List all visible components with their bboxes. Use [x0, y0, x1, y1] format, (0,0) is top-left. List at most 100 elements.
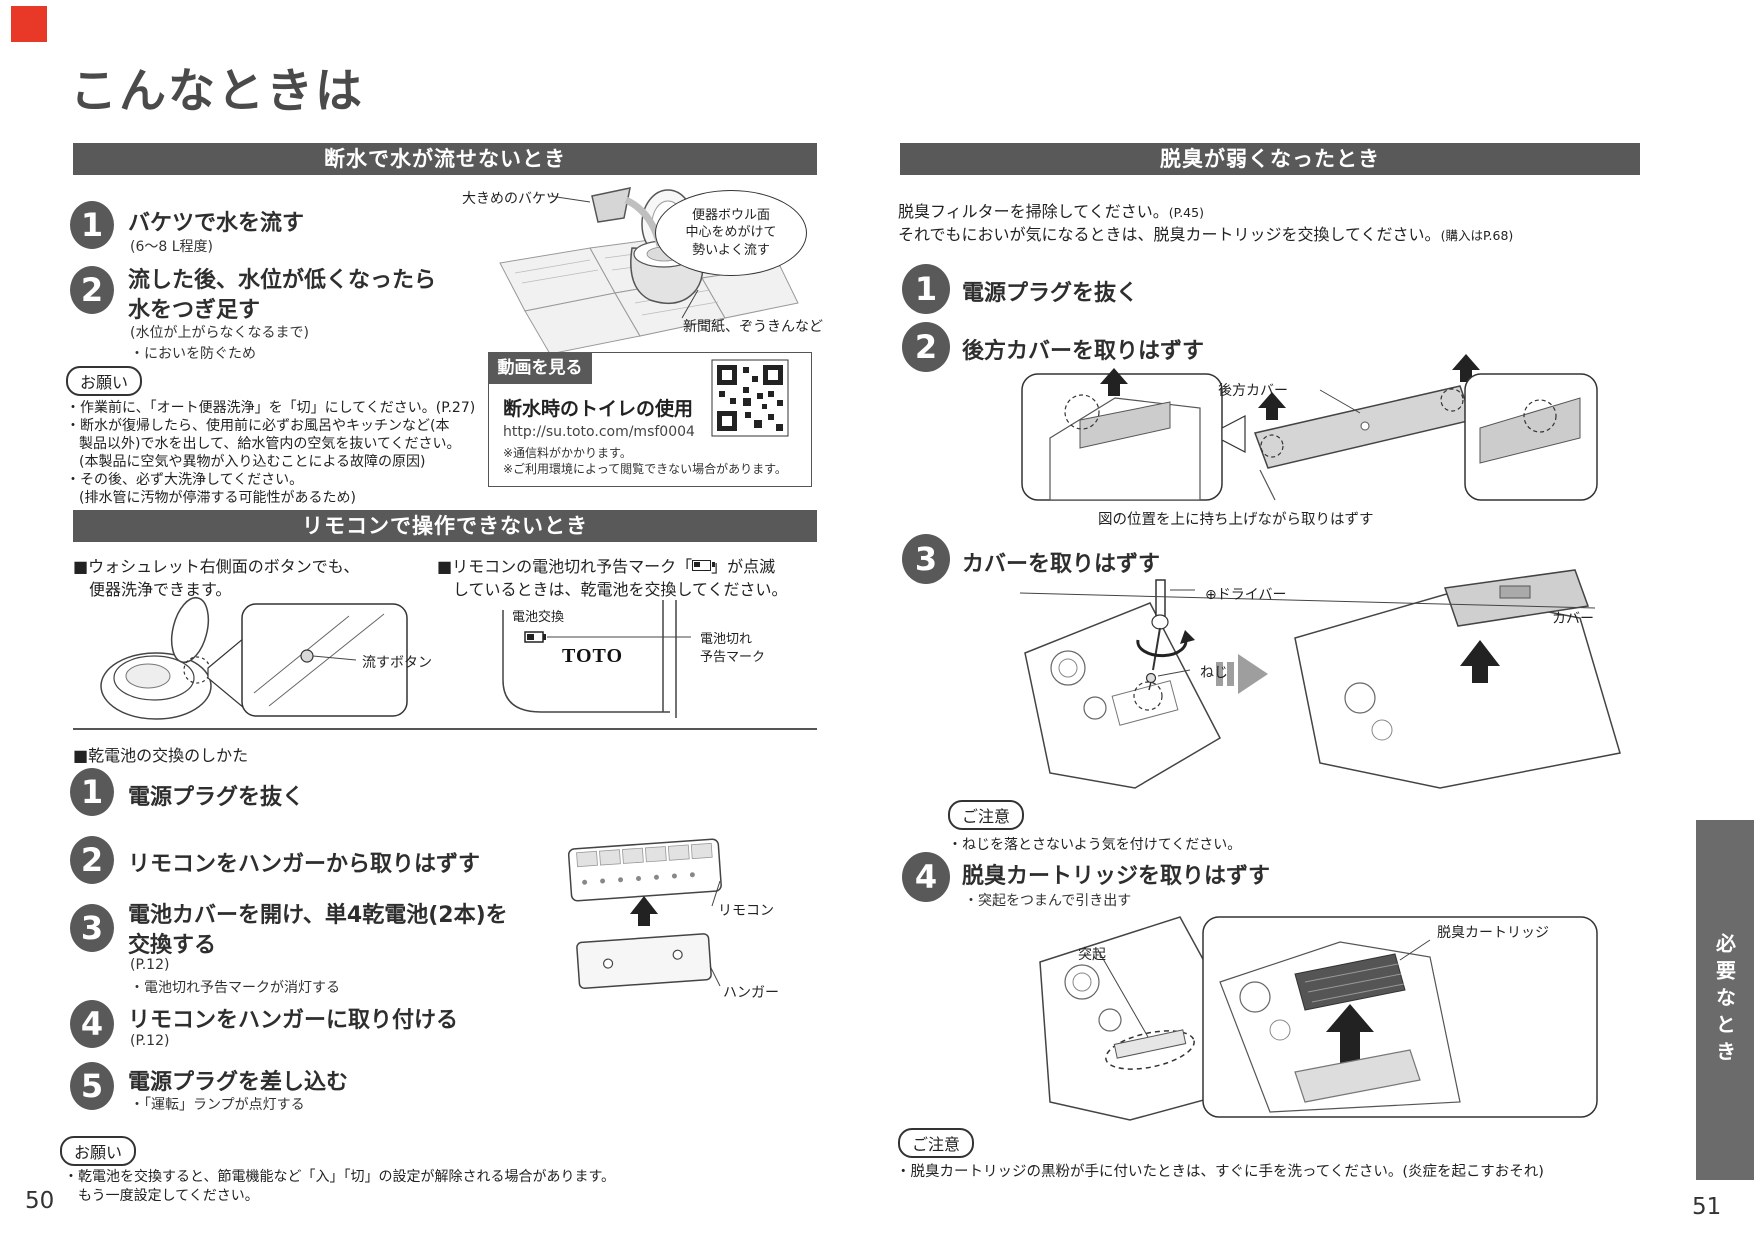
step-title: 脱臭カートリッジを取りはずす	[962, 864, 1271, 889]
step-title: 電源プラグを抜く	[962, 281, 1139, 306]
washlet-note: ■ウォシュレット右側面のボタンでも、	[73, 557, 360, 576]
bubble-line: 便器ボウル面	[691, 207, 770, 223]
caution-pill: ご注意	[898, 1128, 975, 1158]
step-title: カバーを取りはずす	[962, 552, 1161, 577]
request-line: ・乾電池を交換すると、節電機能など「入」「切」の設定が解除される場合があります。	[64, 1169, 616, 1185]
page-number-left: 50	[25, 1188, 55, 1214]
washlet-note: 便器洗浄できます。	[89, 580, 232, 599]
battery-warn-label: 電池切れ	[700, 632, 753, 647]
rear-cover-label: 後方カバー	[1218, 383, 1288, 399]
intro-text: それでもにおいが気になるときは、脱臭カートリッジを交換してください。	[898, 225, 1441, 244]
step-number-3: 3	[902, 534, 950, 584]
step-title: 流した後、水位が低くなったら	[128, 268, 437, 293]
section-header-deodorizer: 脱臭が弱くなったとき	[900, 143, 1640, 175]
qr-code-icon	[711, 359, 789, 437]
video-note: ※ご利用環境によって閲覧できない場合があります。	[503, 462, 787, 476]
caution-line: ・ねじを落とさないよう気を付けてください。	[948, 837, 1242, 853]
request-line: ・その後、必ず大洗浄してください。	[66, 472, 304, 488]
step-note: (P.12)	[130, 1033, 170, 1049]
intro-text: 脱臭フィルターを掃除してください。	[898, 202, 1169, 221]
battery-exchange-label: 電池交換	[512, 610, 565, 625]
caution-pill: ご注意	[948, 800, 1025, 830]
battery-warning-note: ■リモコンの電池切れ予告マーク「」が点滅	[437, 553, 775, 577]
bubble-line: 勢いよく流す	[692, 242, 770, 258]
screw-label: ねじ	[1200, 665, 1228, 681]
step-number-2: 2	[902, 322, 950, 372]
washlet-side-button-illustration	[100, 596, 408, 720]
newspaper-label: 新聞紙、ぞうきんなど	[683, 319, 823, 335]
request-line: ・断水が復帰したら、使用前に必ずお風呂やキッチンなど(本	[66, 418, 450, 434]
step-title: 後方カバーを取りはずす	[962, 339, 1205, 364]
step-title: 水をつぎ足す	[128, 298, 261, 323]
request-line: (排水管に汚物が停滞する可能性があるため)	[79, 490, 356, 506]
step-note: (P.12)	[130, 957, 170, 973]
tab-label: 突起	[1078, 947, 1106, 963]
battery-low-icon	[692, 560, 716, 571]
bubble-line: 中心をめがけて	[685, 225, 777, 241]
remote-hanger-illustration	[567, 838, 722, 990]
step-title: 電池カバーを開け、単4乾電池(2本)を	[128, 903, 508, 928]
video-url: http://su.toto.com/msf0004	[503, 424, 695, 440]
step-number-1: 1	[70, 201, 114, 249]
step-title: 電源プラグを抜く	[128, 785, 305, 810]
remote-corner-illustration	[502, 600, 691, 718]
step-note: ・においを防ぐため	[130, 346, 256, 362]
step-note: ・電池切れ予告マークが消灯する	[130, 980, 340, 996]
step-number-4: 4	[70, 1000, 114, 1048]
flush-speech-bubble: 便器ボウル面 中心をめがけて 勢いよく流す	[655, 190, 807, 276]
hanger-label: ハンガー	[723, 985, 779, 1001]
deodorizer-intro: それでもにおいが気になるときは、脱臭カートリッジを交換してください。(購入はP.…	[898, 221, 1513, 245]
cartridge-label: 脱臭カートリッジ	[1437, 925, 1549, 941]
cartridge-removal-illustration	[1039, 916, 1598, 1121]
bucket-label: 大きめのバケツ	[462, 191, 560, 207]
cover-label: カバー	[1552, 611, 1594, 627]
divider	[73, 728, 817, 730]
step-note: (水位が上がらなくなるまで)	[130, 325, 309, 341]
section-header-water-outage: 断水で水が流せないとき	[73, 143, 817, 175]
step-note: ・「運転」ランプが点灯する	[130, 1097, 305, 1113]
step-title: リモコンをハンガーから取りはずす	[128, 852, 481, 877]
step-number-5: 5	[70, 1062, 114, 1110]
cover-removal-illustration	[1019, 569, 1621, 789]
section-header-remote-trouble: リモコンで操作できないとき	[73, 510, 817, 542]
video-title: 断水時のトイレの使用	[503, 398, 694, 420]
step-title: 電源プラグを差し込む	[128, 1070, 349, 1095]
step-title: 交換する	[128, 933, 217, 958]
remote-label: リモコン	[718, 903, 774, 919]
request-line: 製品以外)で水を出して、給水管内の空気を抜いてください。	[79, 436, 461, 452]
video-tab: 動画を見る	[488, 352, 592, 384]
rear-cover-illustration	[1021, 354, 1598, 501]
toto-logo: TOTO	[562, 645, 624, 667]
step-number-2: 2	[70, 836, 114, 884]
step-number-3: 3	[70, 904, 114, 952]
page-number-right: 51	[1692, 1194, 1722, 1220]
step-number-1: 1	[70, 768, 114, 816]
side-tab-necessary-times: 必要なとき	[1696, 820, 1754, 1180]
note-text: ■リモコンの電池切れ予告マーク「	[437, 557, 693, 576]
intro-ref: (P.45)	[1168, 205, 1204, 220]
deodorizer-intro: 脱臭フィルターを掃除してください。(P.45)	[898, 198, 1204, 222]
step-number-2: 2	[70, 266, 114, 314]
step-title: リモコンをハンガーに取り付ける	[128, 1008, 459, 1033]
battery-replace-heading: ■乾電池の交換のしかた	[73, 746, 249, 765]
step-number-4: 4	[902, 852, 950, 902]
intro-ref: (購入はP.68)	[1440, 228, 1514, 243]
page-title: こんなときは	[70, 64, 364, 119]
note-text: 」が点滅	[711, 557, 776, 576]
video-note: ※通信料がかかります。	[503, 446, 632, 460]
driver-label: ⊕ドライバー	[1205, 587, 1287, 603]
request-pill: お願い	[60, 1136, 137, 1166]
step-title: バケツで水を流す	[128, 211, 305, 236]
rear-cover-caption: 図の位置を上に持ち上げながら取りはずす	[1098, 512, 1374, 528]
corner-mark	[11, 6, 47, 42]
caution-line: ・脱臭カートリッジの黒粉が手に付いたときは、すぐに手を洗ってください。(炎症を起…	[896, 1164, 1544, 1180]
request-line: (本製品に空気や異物が入り込むことによる故障の原因)	[79, 454, 426, 470]
battery-warning-note: しているときは、乾電池を交換してください。	[453, 580, 788, 599]
request-line: もう一度設定してください。	[78, 1188, 259, 1204]
flush-button-label: 流すボタン	[362, 655, 432, 671]
step-note: ・突起をつまんで引き出す	[964, 893, 1132, 909]
battery-warn-label: 予告マーク	[700, 650, 766, 665]
request-line: ・作業前に、「オート便器洗浄」を「切」にしてください。(P.27)	[66, 400, 476, 416]
step-number-1: 1	[902, 264, 950, 314]
